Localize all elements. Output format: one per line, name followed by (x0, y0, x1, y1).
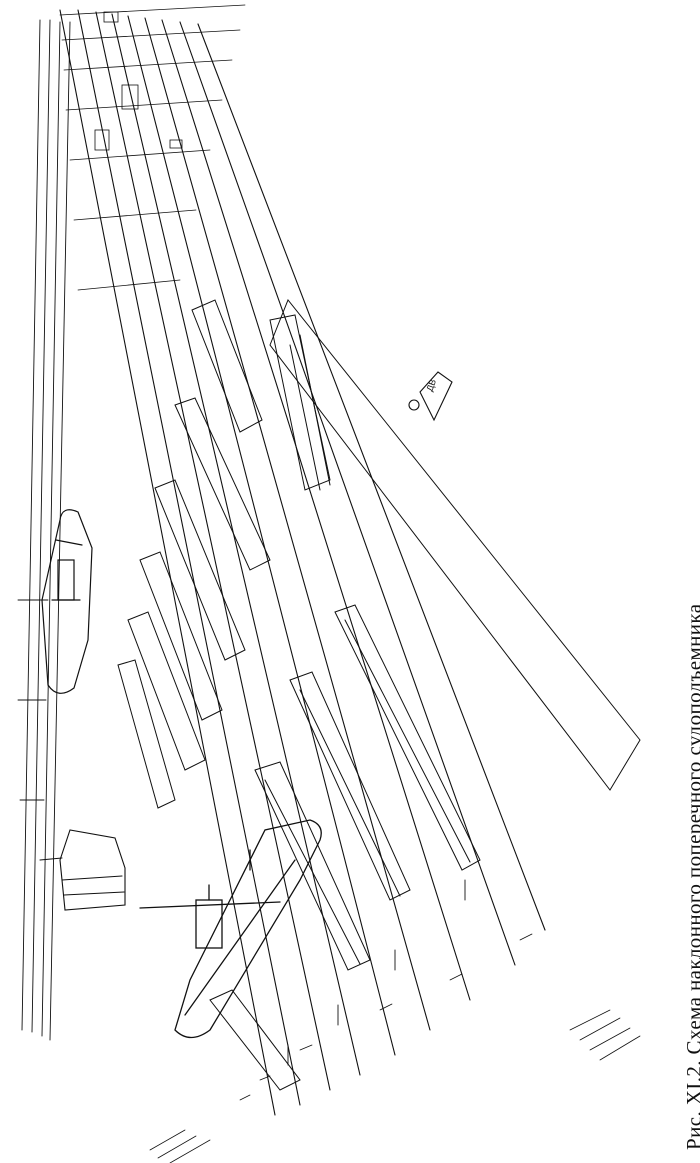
water-slab (269, 299, 641, 791)
pole-markers (287, 879, 466, 1066)
machine-house (39, 829, 126, 911)
cradle-trusses (209, 604, 481, 1091)
shore-hatching (149, 933, 641, 1163)
slipway-rails (59, 9, 546, 1116)
support-beams (117, 299, 331, 809)
upper-platform (59, 4, 246, 291)
upper-ship (41, 509, 93, 694)
quay-wall (17, 19, 71, 1041)
main-ship (139, 819, 322, 1039)
boat-marking: ДВ (424, 378, 438, 393)
float-marker (408, 371, 453, 422)
figure-caption: Рис. XI.2. Схема наклонного поперечного … (682, 603, 700, 1150)
